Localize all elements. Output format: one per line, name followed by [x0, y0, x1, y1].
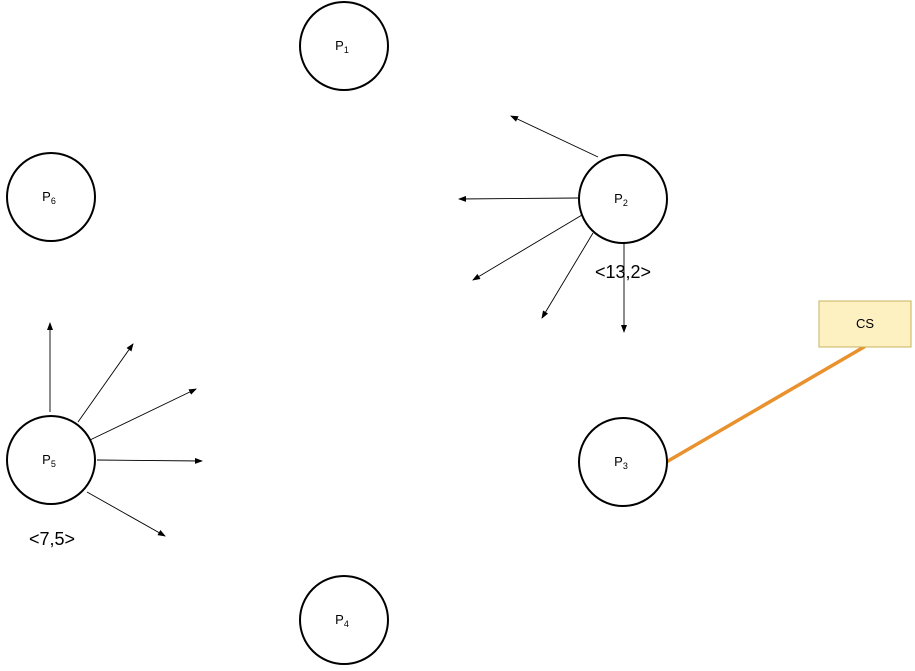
svg-text:P3: P3 [614, 454, 628, 471]
node-index: 1 [344, 45, 349, 55]
process-node-p1: P1 [299, 1, 389, 91]
node-index: 5 [51, 459, 56, 469]
message-arrow [89, 388, 197, 441]
critical-section-label: CS [856, 316, 874, 331]
svg-text:P6: P6 [42, 189, 56, 206]
p5-timestamp-label: <7,5> [29, 529, 75, 549]
node-index: 6 [51, 196, 56, 206]
critical-section-box: CS [818, 300, 912, 348]
node-letter: P [335, 612, 344, 627]
message-arrow [458, 195, 579, 202]
message-arrow [472, 214, 583, 281]
svg-text:P4: P4 [335, 612, 349, 629]
process-node-p4: P4 [299, 575, 389, 665]
svg-text:P2: P2 [614, 191, 628, 208]
process-node-p3: P3 [578, 417, 668, 507]
p2-request-messages [458, 115, 627, 333]
message-arrow [86, 491, 166, 537]
node-letter: P [335, 38, 344, 53]
node-index: 2 [623, 198, 628, 208]
p2-timestamp-label: <13,2> [595, 262, 651, 282]
node-letter: P [42, 452, 51, 467]
node-letter: P [614, 191, 623, 206]
cs-holder-link [666, 345, 866, 463]
node-index: 4 [344, 619, 349, 629]
message-arrow [77, 343, 134, 423]
node-letter: P [42, 189, 51, 204]
process-node-p2: P2 [578, 154, 668, 244]
message-arrow [96, 457, 203, 464]
svg-text:P5: P5 [42, 452, 56, 469]
node-letter: P [614, 454, 623, 469]
message-arrow [541, 232, 594, 319]
node-index: 3 [623, 461, 628, 471]
message-arrow [510, 115, 599, 158]
svg-text:P1: P1 [335, 38, 349, 55]
process-node-p5: P5 [6, 415, 96, 505]
p5-request-messages [47, 322, 203, 537]
process-node-p6: P6 [6, 152, 96, 242]
